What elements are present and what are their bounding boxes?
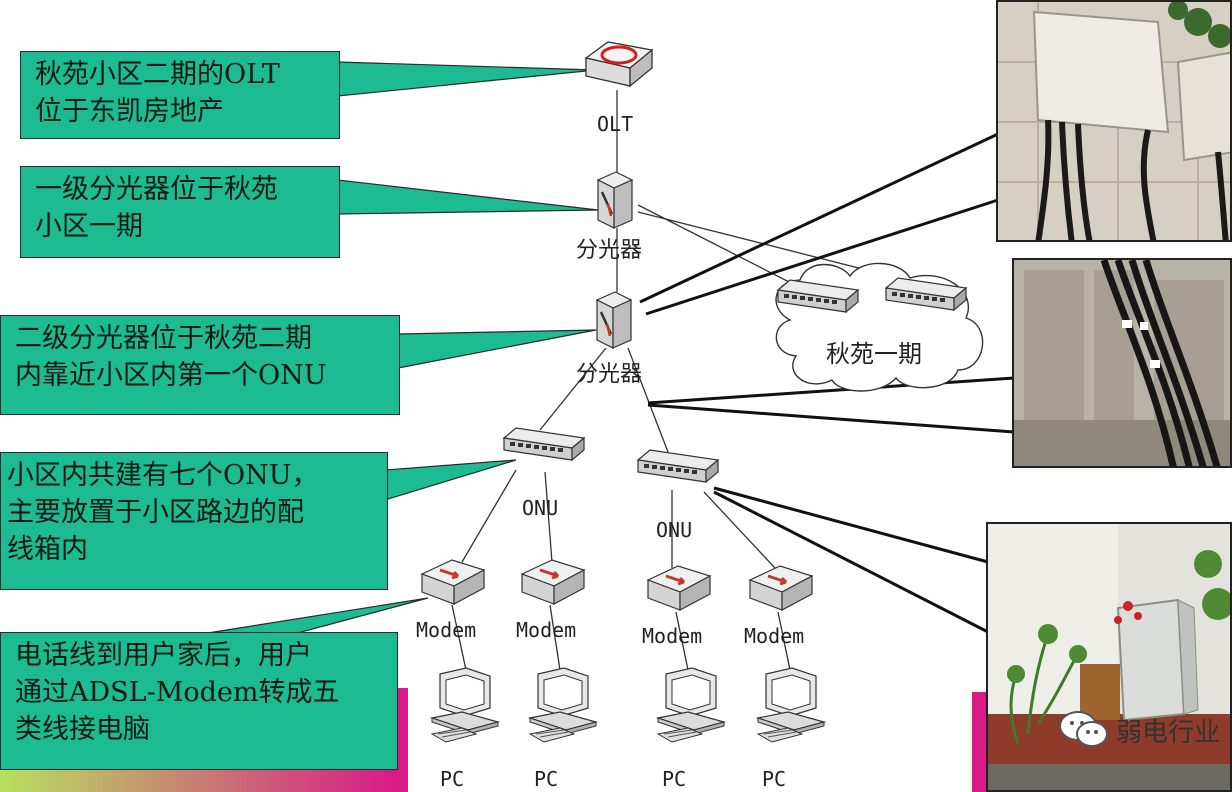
pc-2-label: PC	[534, 767, 559, 791]
onu-1-device	[503, 427, 585, 461]
watermark-text: 弱电行业	[1116, 718, 1221, 748]
modem-callout: 电话线到用户家后，用户 通过ADSL-Modem转成五 类线接电脑	[0, 632, 398, 770]
onu-2-label: ONU	[656, 518, 693, 542]
splitter-2-device	[595, 290, 633, 350]
pc-3-label: PC	[662, 767, 687, 791]
olt-callout: 秋苑小区二期的OLT 位于东凯房地产	[20, 51, 340, 139]
modem-4-label: Modem	[744, 624, 805, 648]
splitter1-callout-pointer	[337, 179, 599, 215]
wechat-icon	[1058, 708, 1110, 750]
onu-1-label: ONU	[522, 496, 559, 520]
onu-2-device	[637, 449, 719, 483]
pc-4-label: PC	[762, 767, 787, 791]
cloud-label: 秋苑一期	[826, 340, 922, 368]
photo-olt-cabinet-wall	[996, 0, 1232, 242]
photo-olt-cabinet-drawing	[998, 2, 1230, 240]
splitter2-callout-pointer	[397, 329, 597, 369]
modem-1-label: Modem	[416, 618, 477, 642]
splitter-1-device	[596, 170, 634, 230]
pc-1-label: PC	[440, 767, 465, 791]
modem-3-label: Modem	[642, 624, 703, 648]
photo-onu-box-garden	[986, 522, 1232, 792]
photo-splitter-cables	[1012, 258, 1232, 468]
splitter2-callout: 二级分光器位于秋苑二期 内靠近小区内第一个ONU	[0, 315, 400, 415]
onu-callout: 小区内共建有七个ONU， 主要放置于小区路边的配 线箱内	[0, 452, 388, 590]
slide-accent-bottom	[0, 770, 395, 792]
olt-label: OLT	[597, 112, 634, 136]
photo-splitter-cables-drawing	[1014, 260, 1230, 466]
olt-device	[584, 41, 654, 88]
splitter-1-label: 分光器	[576, 238, 643, 263]
olt-callout-pointer	[337, 61, 597, 97]
modem-2-label: Modem	[516, 618, 577, 642]
photo-onu-box-drawing	[988, 524, 1230, 790]
modem-callout-pointer	[194, 597, 429, 636]
splitter-2-label: 分光器	[576, 362, 643, 387]
splitter1-callout: 一级分光器位于秋苑 小区一期	[20, 166, 340, 258]
onu-callout-pointer	[384, 459, 517, 501]
